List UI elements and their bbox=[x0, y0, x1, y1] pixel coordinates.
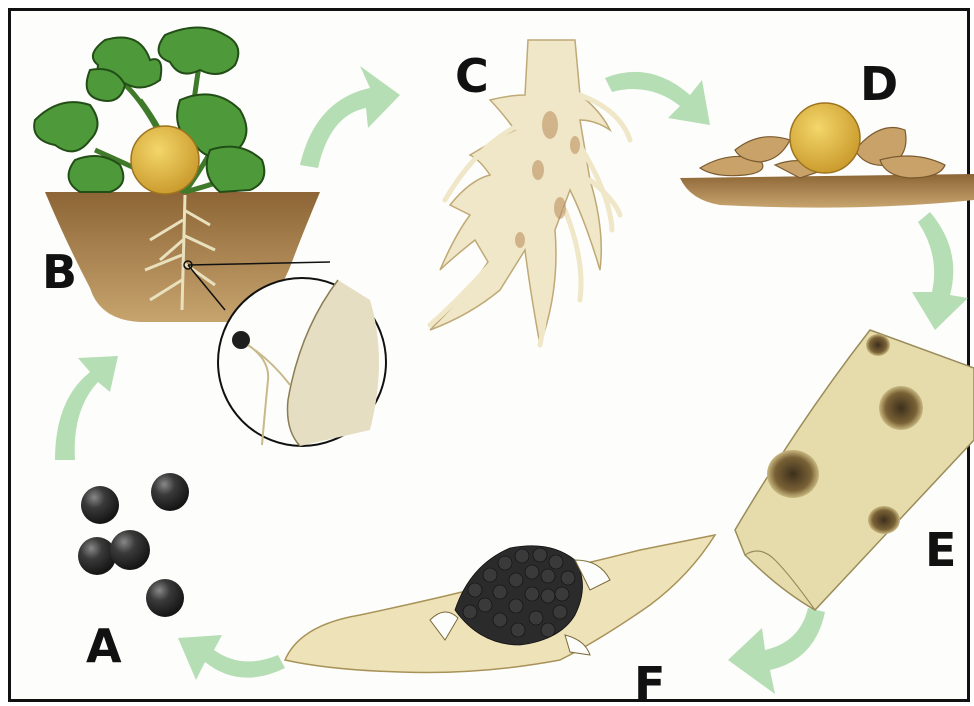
arrow-d-to-e bbox=[912, 212, 968, 330]
stage-a-resting-spores bbox=[78, 473, 189, 617]
label-c: C bbox=[455, 49, 489, 103]
arrow-c-to-d bbox=[605, 72, 710, 125]
label-e: E bbox=[925, 523, 956, 577]
label-b: B bbox=[42, 245, 77, 299]
label-a: A bbox=[86, 619, 122, 673]
arrow-b-to-c bbox=[300, 66, 400, 168]
stage-d-wilted-plant bbox=[680, 103, 974, 208]
arrow-f-to-a bbox=[178, 635, 285, 680]
stage-f-sporosorus bbox=[285, 535, 715, 673]
label-d: D bbox=[860, 57, 898, 111]
arrow-e-to-f bbox=[728, 608, 825, 694]
arrow-a-to-b bbox=[55, 356, 118, 460]
label-f: F bbox=[634, 657, 665, 706]
